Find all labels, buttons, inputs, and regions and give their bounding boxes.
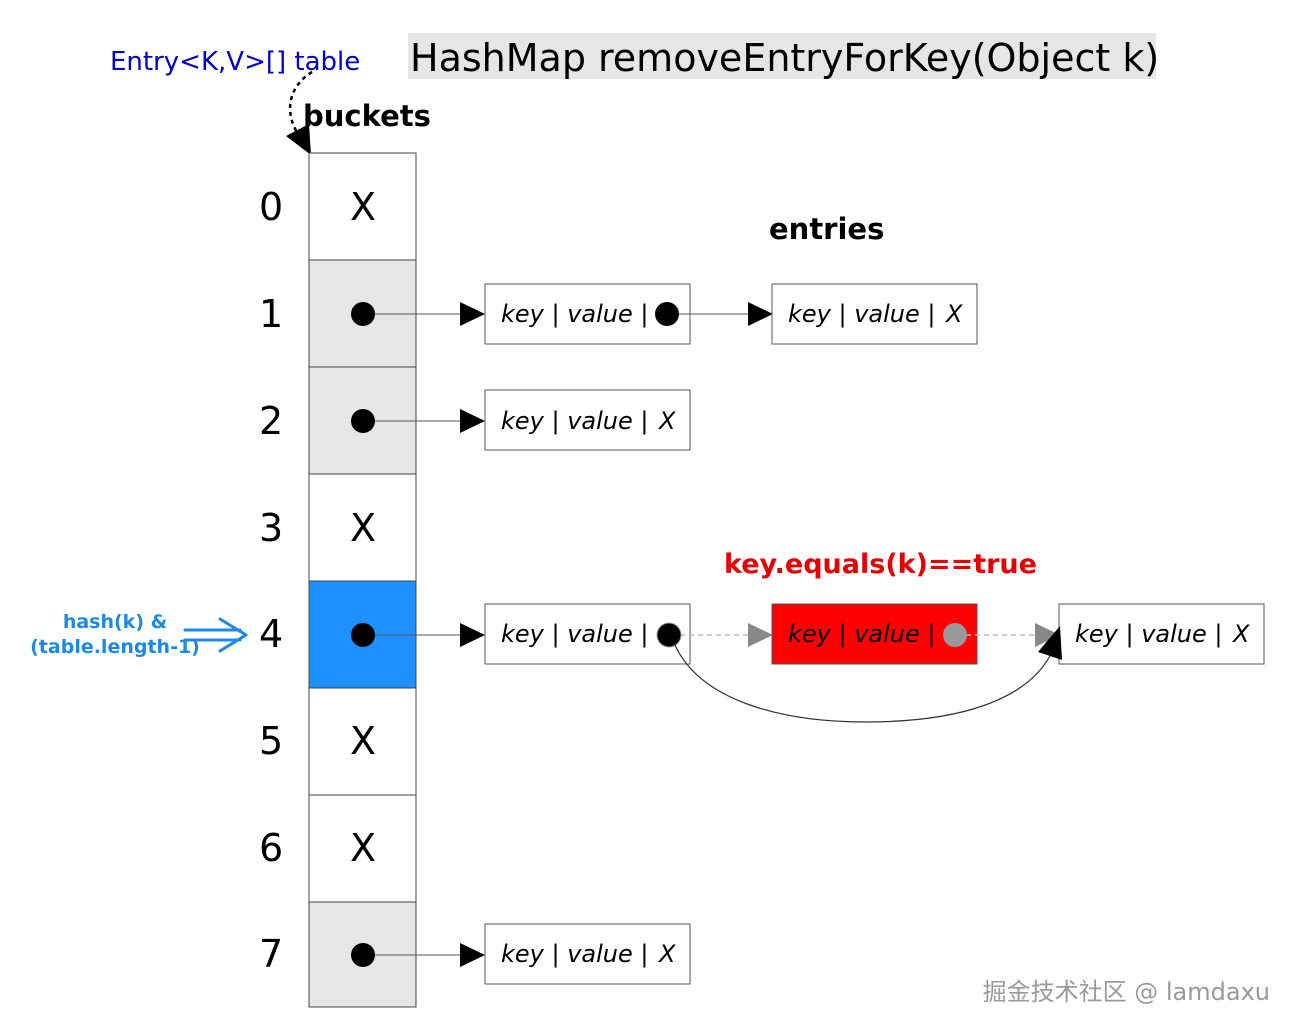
condition-label: key.equals(k)==true [724, 549, 1037, 580]
entry-row1-second: key | value | X [771, 283, 978, 345]
bucket-3 [308, 473, 417, 582]
entry-row1-first: key | value | [484, 283, 773, 345]
bucket-4-pointer [351, 623, 485, 647]
table-label: Entry<K,V>[] table [110, 47, 360, 77]
entry-null-marker: X [944, 300, 963, 328]
entry-row4-third: key | value | X [1058, 603, 1265, 665]
bucket-array [308, 152, 417, 1008]
bucket-index-6: 6 [259, 826, 283, 870]
entry-row4-removed: key | value | [771, 603, 1060, 665]
bucket-0 [308, 152, 417, 261]
entry-null-marker: X [657, 940, 676, 968]
entry-row2-first: key | value | X [484, 389, 691, 451]
entry-label: key | value | [788, 300, 935, 328]
bucket-index-5: 5 [259, 719, 283, 763]
entry-label: key | value | [501, 620, 648, 648]
table-pointer-arrowhead [286, 124, 311, 155]
bypass-link-arrowhead [1038, 626, 1062, 660]
bucket-6-null-marker: X [350, 826, 376, 870]
bucket-7-pointer [351, 943, 485, 967]
bypass-link-curve [674, 644, 1054, 723]
entry-label: key | value | [501, 300, 648, 328]
bucket-index-7: 7 [259, 932, 283, 976]
watermark: 掘金技术社区 @ lamdaxu [983, 978, 1270, 1006]
diagram-title: HashMap removeEntryForKey(Object k) [410, 36, 1159, 80]
entry-null-marker: X [1231, 620, 1250, 648]
entry-label: key | value | [788, 620, 935, 648]
bucket-index-1: 1 [259, 292, 283, 336]
title-background [408, 33, 1156, 79]
bucket-0-null-marker: X [350, 185, 376, 229]
hash-arrow [183, 617, 248, 653]
bucket-index-2: 2 [259, 399, 283, 443]
entry-null-marker: X [657, 407, 676, 435]
entry-row7-first: key | value | X [484, 923, 691, 985]
bucket-index-4: 4 [259, 612, 283, 656]
bucket-1-pointer [351, 302, 485, 326]
bucket-2-pointer [351, 409, 485, 433]
entry-label: key | value | [1075, 620, 1222, 648]
bucket-index-3: 3 [259, 506, 283, 550]
hash-label-line2: (table.length-1) [30, 636, 200, 658]
entries-label: entries [769, 212, 884, 246]
buckets-label: buckets [303, 99, 431, 133]
bucket-5-null-marker: X [350, 719, 376, 763]
table-pointer-arrow [288, 70, 313, 135]
entry-label: key | value | [501, 940, 648, 968]
bucket-index-0: 0 [259, 185, 283, 229]
entry-label: key | value | [501, 407, 648, 435]
bucket-3-null-marker: X [350, 506, 376, 550]
hash-label-line1: hash(k) & [63, 611, 167, 633]
entry-row4-first: key | value | [484, 603, 773, 665]
bucket-6 [308, 794, 417, 903]
